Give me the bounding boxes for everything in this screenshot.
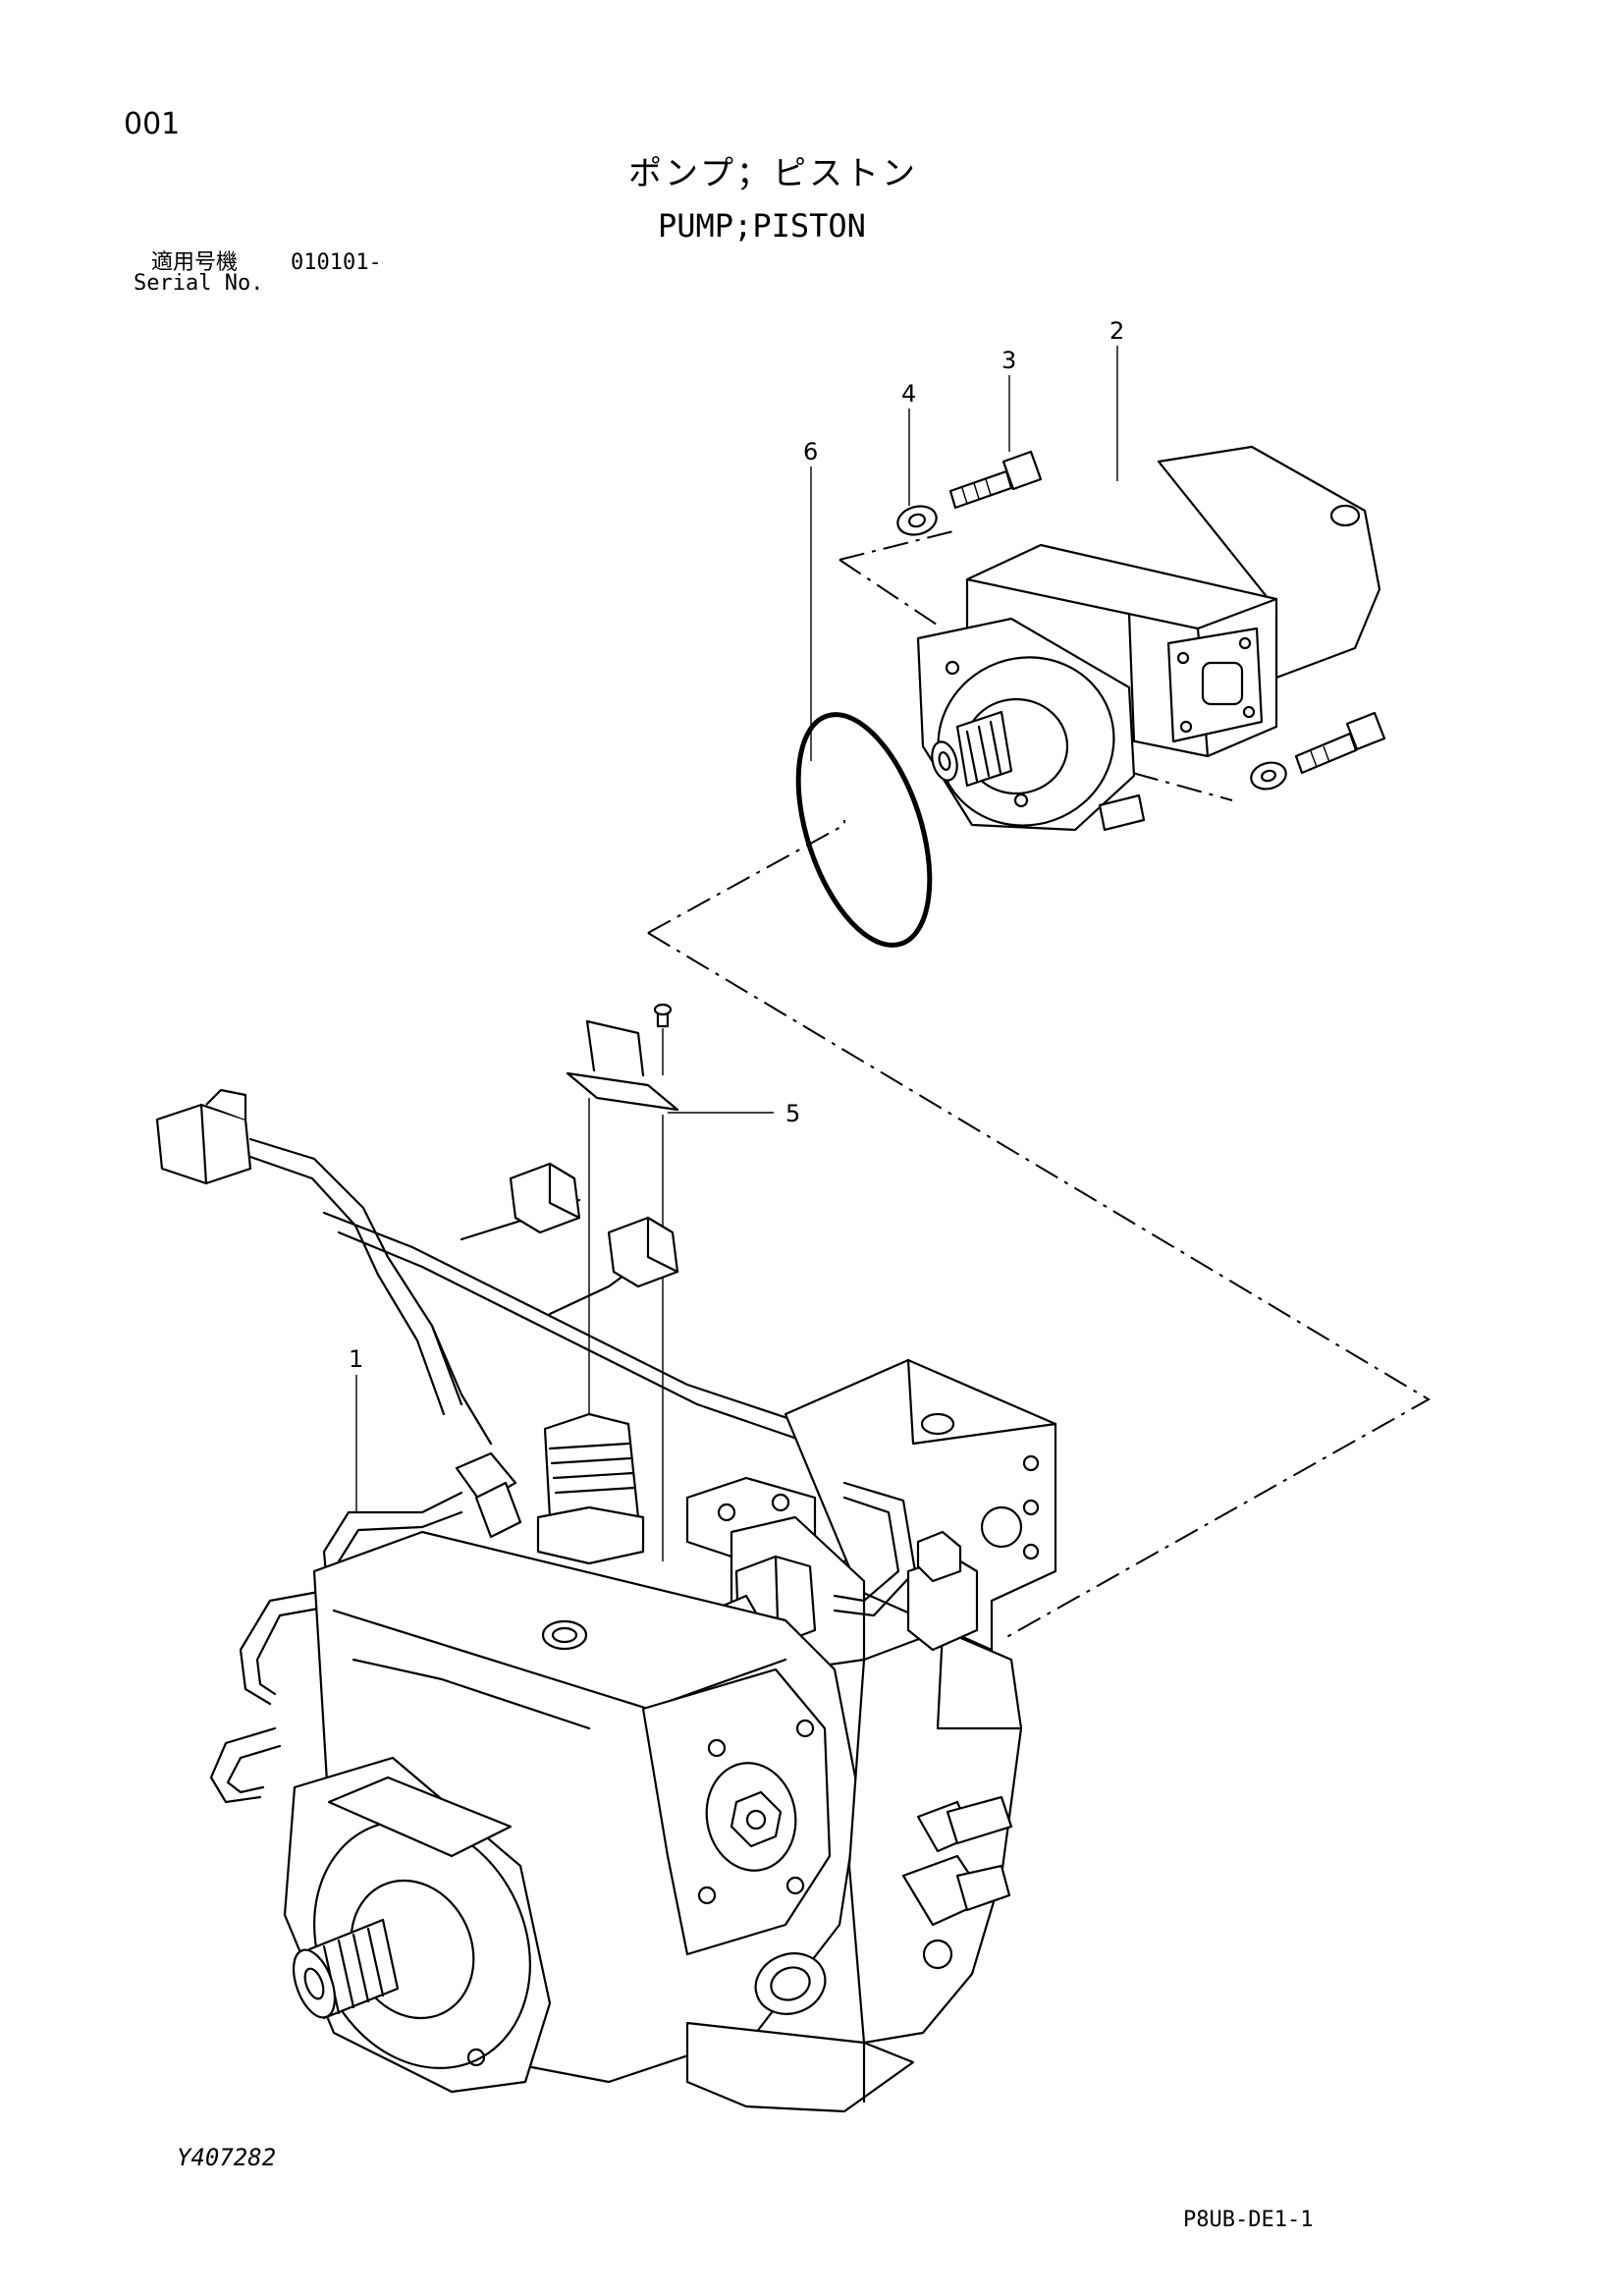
sheet-code: P8UB-DE1-1 [1183,2208,1314,2232]
bolt-part-3 [948,450,1043,510]
gear-pump-part-2 [916,445,1381,832]
callout-3: 3 [1001,347,1016,374]
callout-1: 1 [349,1345,363,1373]
callout-5: 5 [785,1100,800,1127]
callout-2: 2 [1109,317,1124,345]
page-title-japanese: ポンプ；ピストン [628,154,918,193]
piston-pump-part-1 [209,1358,1057,2113]
serial-label-english: Serial No. [134,271,264,296]
o-ring-part-6 [795,712,933,948]
name-plate-part-5 [566,1003,679,1561]
washer-part-4 [896,505,938,536]
callout-group: 2 3 4 6 5 1 [349,317,1124,1512]
bolt-washer-lower [1250,711,1386,791]
wiring-harness [155,1088,891,1573]
page-title-english: PUMP;PISTON [658,207,866,245]
callout-4: 4 [901,380,916,408]
page-number: 001 [124,107,181,141]
callout-6: 6 [803,438,818,465]
serial-label-japanese: 適用号機 [151,250,239,275]
drawing-code: Y407282 [177,2144,277,2171]
serial-value: 010101- [291,250,382,275]
